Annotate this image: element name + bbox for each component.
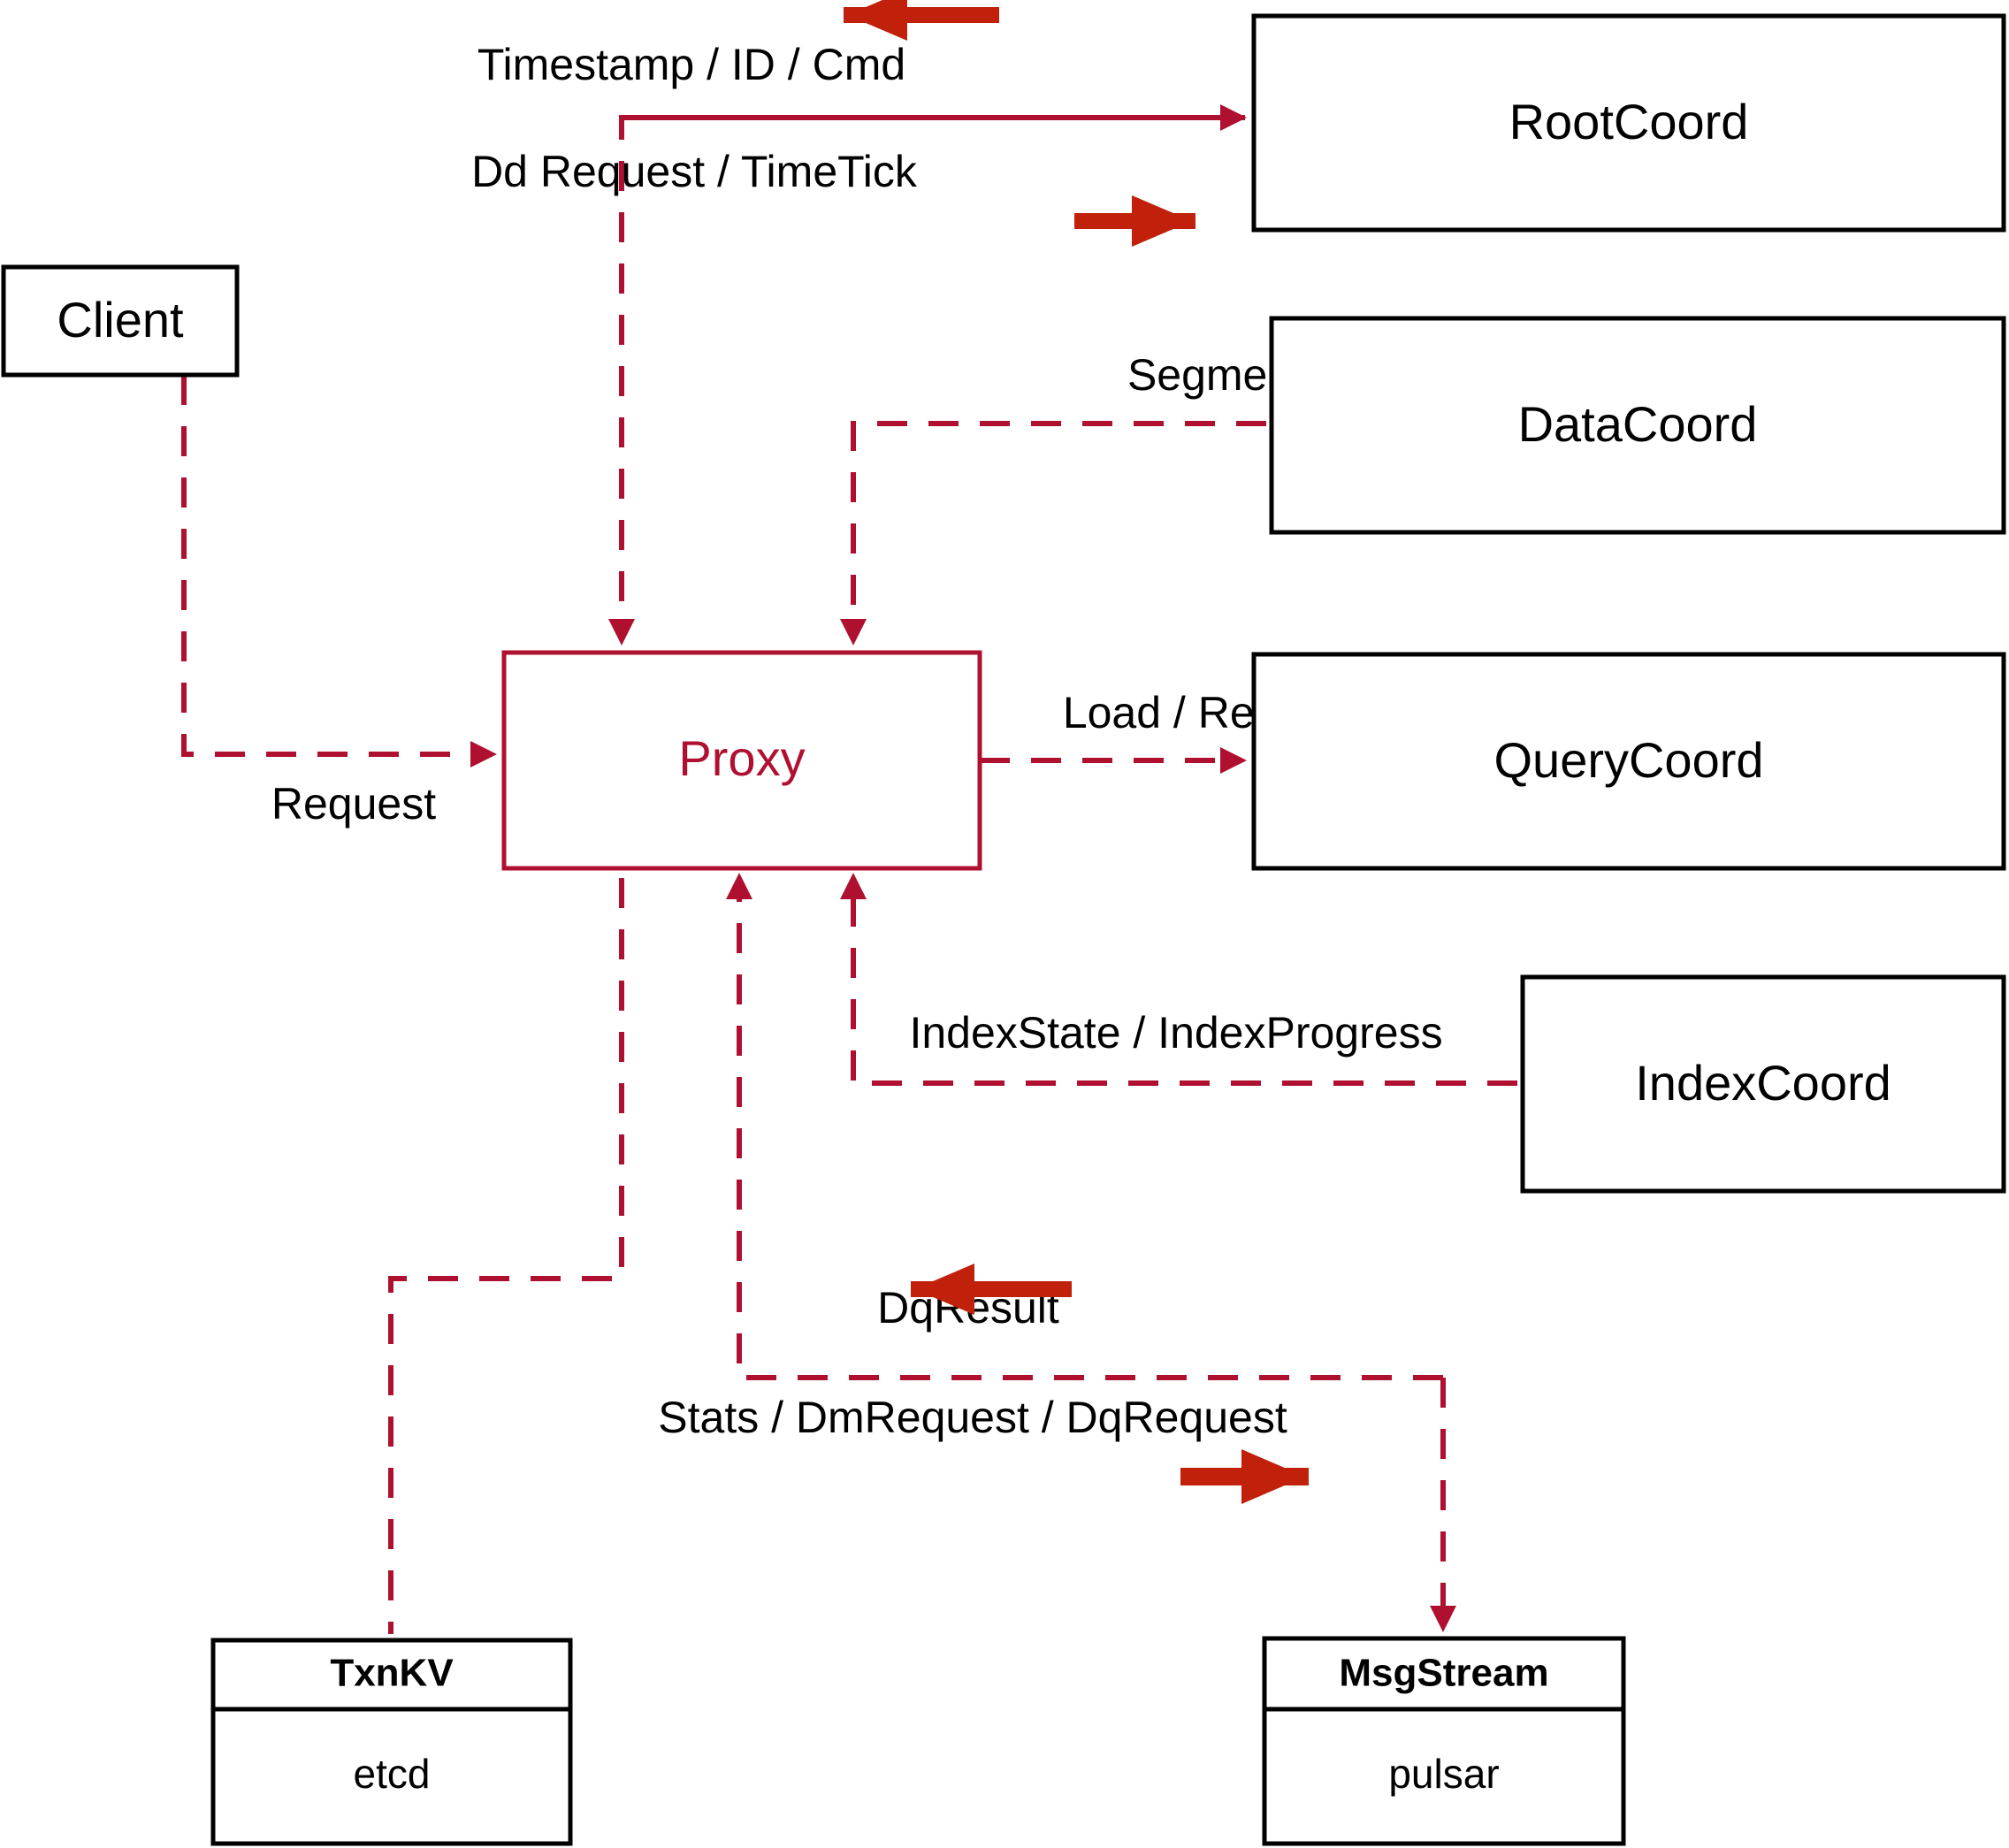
edge-label-stats-dmrequest-dqrequest: Stats / DmRequest / DqRequest [658, 1393, 1287, 1442]
edge-indexcoord-to-proxy: IndexState / IndexProgress [840, 873, 1517, 1086]
node-txnkv[interactable]: TxnKV etcd [210, 1638, 573, 1846]
edge-label-dd-request-timetick: Dd Request / TimeTick [471, 147, 918, 196]
node-querycoord[interactable]: QueryCoord [1251, 652, 2006, 871]
arrow-dqrequest-right [1180, 1449, 1309, 1504]
node-datacoord-label: DataCoord [1518, 396, 1758, 452]
arrow-ddrequest-right [1074, 195, 1195, 247]
edge-proxy-to-txnkv [388, 878, 624, 1634]
edge-msgstream-to-proxy: DqResult Stats / DmRequest / DqRequest [658, 873, 1443, 1442]
arrow-dqresult-left [911, 1264, 1072, 1315]
arrow-timestamp-left [844, 0, 999, 41]
edge-label-indexstate-indexprogress: IndexState / IndexProgress [909, 1008, 1442, 1058]
node-txnkv-label: TxnKV [330, 1652, 454, 1695]
node-client[interactable]: Client [1, 264, 240, 378]
node-msgstream-impl: pulsar [1388, 1751, 1499, 1797]
node-rootcoord-label: RootCoord [1509, 94, 1749, 149]
node-indexcoord[interactable]: IndexCoord [1520, 974, 2006, 1194]
node-client-label: Client [57, 292, 184, 347]
edge-label-timestamp-id-cmd: Timestamp / ID / Cmd [477, 40, 905, 89]
edge-proxy-to-rootcoord: Timestamp / ID / Cmd Dd Request / TimeTi… [471, 40, 1247, 196]
node-msgstream[interactable]: MsgStream pulsar [1262, 1636, 1626, 1846]
node-txnkv-impl: etcd [354, 1751, 431, 1797]
node-proxy[interactable]: Proxy [501, 650, 982, 871]
node-proxy-label: Proxy [678, 730, 805, 786]
node-datacoord[interactable]: DataCoord [1269, 316, 2006, 535]
node-rootcoord[interactable]: RootCoord [1251, 13, 2006, 233]
node-indexcoord-label: IndexCoord [1635, 1055, 1891, 1111]
node-msgstream-label: MsgStream [1339, 1652, 1548, 1695]
edge-client-request: Request [181, 375, 497, 829]
edge-label-request: Request [271, 779, 436, 829]
node-querycoord-label: QueryCoord [1493, 732, 1763, 788]
